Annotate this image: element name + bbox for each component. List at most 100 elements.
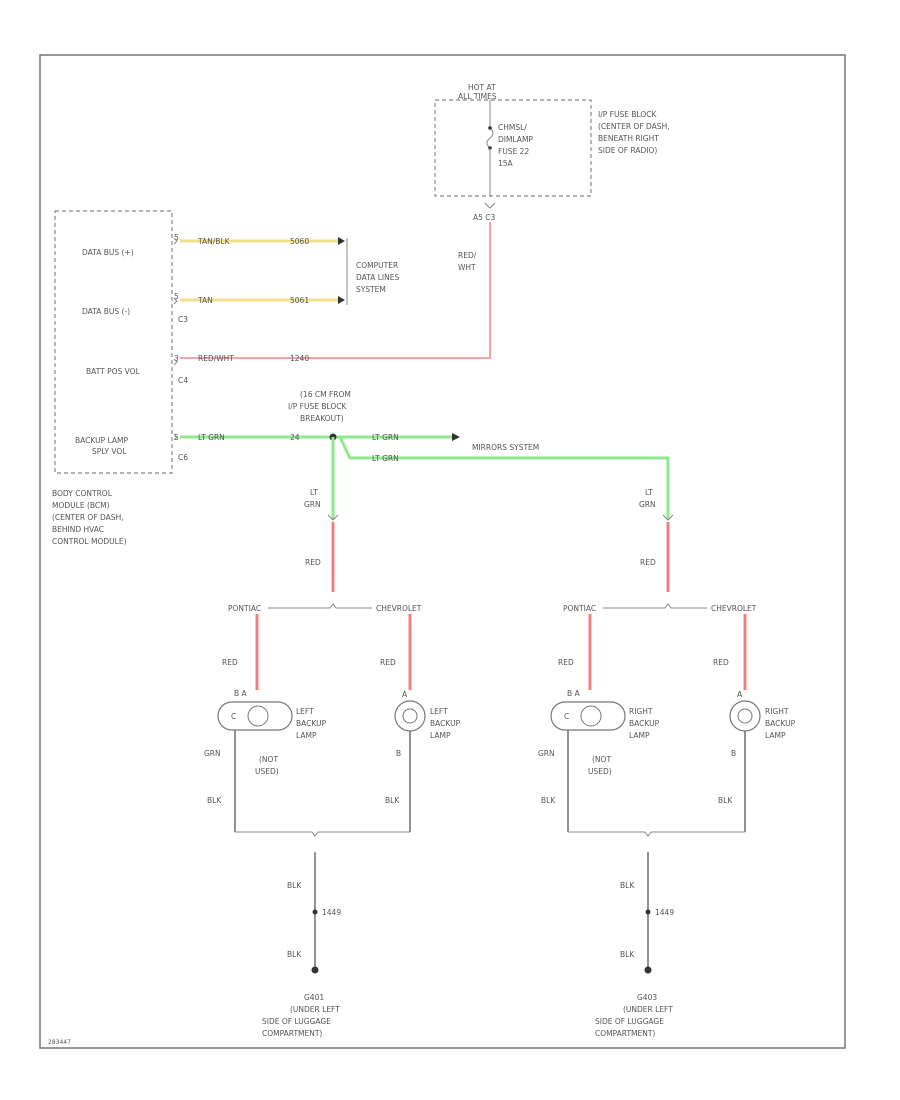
right-ground-blk-1: BLK — [620, 881, 635, 890]
right-pontiac-lamp-1: RIGHT — [629, 707, 653, 716]
right-chevrolet-lamp-1: RIGHT — [765, 707, 789, 716]
hot-label-2: ALL TIMES — [458, 92, 497, 101]
mirrors-arrow — [452, 433, 460, 441]
left-pontiac-grn: GRN — [204, 749, 221, 758]
left-ground-3: SIDE OF LUGGAGE — [262, 1017, 331, 1026]
backup-supply-circuit: 24 — [290, 433, 300, 442]
left-ground-4: COMPARTMENT) — [262, 1029, 322, 1038]
right-pontiac-grn: GRN — [538, 749, 555, 758]
hot-label-1: HOT AT — [468, 83, 496, 92]
left-ground-point — [311, 966, 319, 974]
right-top-wire-2: GRN — [639, 500, 656, 509]
backup-supply-wire-color: LT GRN — [198, 433, 225, 442]
right-chevrolet-pin-b: B — [731, 749, 736, 758]
left-pontiac-lamp-3: LAMP — [296, 731, 317, 740]
right-ground-1: G403 — [637, 993, 657, 1002]
right-ground-circuit: 1449 — [655, 908, 674, 917]
left-chevrolet-lamp-1: LEFT — [430, 707, 448, 716]
left-chevrolet-label: CHEVROLET — [376, 604, 422, 613]
data-bus-wires: TAN/BLK 5060 TAN 5061 COMPUTER DATA LINE… — [180, 237, 399, 305]
body-control-module: DATA BUS (+) 5 DATA BUS (-) 5 C3 BATT PO… — [52, 210, 188, 546]
bcm-connector-mark-3 — [173, 358, 178, 366]
right-pontiac-lamp-2: BACKUP — [629, 719, 660, 728]
splice-line-1: (16 CM FROM — [300, 390, 351, 399]
footer-code: 283447 — [48, 1039, 71, 1046]
left-pontiac-pin-c: C — [231, 712, 236, 721]
right-pontiac-lamp — [550, 701, 626, 731]
right-connector-mark — [662, 514, 674, 521]
fuse-terminal-top — [488, 126, 492, 130]
fuse-line-2: DIMLAMP — [498, 135, 533, 144]
right-pontiac-pins: B A — [567, 689, 581, 698]
fuse-location-1: I/P FUSE BLOCK — [598, 110, 658, 119]
left-ground-1: G401 — [304, 993, 324, 1002]
left-ground-blk-2: BLK — [287, 950, 302, 959]
batt-pos-wire — [180, 222, 491, 359]
right-split-marker — [664, 603, 672, 609]
right-not-used-1: (NOT — [592, 755, 611, 764]
fuse-block-outline — [434, 99, 592, 197]
left-not-used-2: USED) — [255, 767, 279, 776]
bcm-outline — [54, 210, 173, 474]
right-ground-point — [644, 966, 652, 974]
left-ground-marker — [311, 831, 319, 837]
right-chevrolet-lamp — [729, 700, 761, 732]
right-chevrolet-blk: BLK — [718, 796, 733, 805]
bcm-pin-data-bus-plus: DATA BUS (+) — [82, 248, 134, 257]
left-chevrolet-bulb — [402, 708, 418, 724]
backup-supply-wires: LT GRN 24 (16 CM FROM I/P FUSE BLOCK BRE… — [180, 390, 670, 520]
right-ground-blk-2: BLK — [620, 950, 635, 959]
right-ground-3: SIDE OF LUGGAGE — [595, 1017, 664, 1026]
splice-wire-2: LT GRN — [372, 454, 399, 463]
data-bus-plus-arrow — [338, 237, 345, 245]
left-ground-circuit: 1449 — [322, 908, 341, 917]
computer-data-line-2: DATA LINES — [356, 273, 399, 282]
bcm-connector-mark-1 — [173, 237, 178, 245]
bcm-pin-batt-pos: BATT POS VOL — [86, 367, 141, 376]
bcm-connector-c4: C4 — [178, 376, 188, 385]
right-branch-wire — [338, 436, 670, 520]
right-ground-splice — [645, 909, 651, 915]
left-ground-2: (UNDER LEFT — [290, 1005, 340, 1014]
bcm-pin-backup-lamp-2: SPLY VOL — [92, 447, 127, 456]
splice-line-3: BREAKOUT) — [300, 414, 344, 423]
left-pontiac-red-label: RED — [222, 658, 238, 667]
splice-line-2: I/P FUSE BLOCK — [288, 402, 348, 411]
right-pontiac-bulb — [580, 705, 602, 727]
bcm-location-2: MODULE (BCM) — [52, 501, 110, 510]
right-ground-4: COMPARTMENT) — [595, 1029, 655, 1038]
bcm-connector-c6: C6 — [178, 453, 188, 462]
bcm-location-4: BEHIND HVAC — [52, 525, 104, 534]
data-bus-plus-wire-color: TAN/BLK — [197, 237, 231, 246]
bcm-connector-mark-2 — [173, 297, 178, 305]
computer-data-line-1: COMPUTER — [356, 261, 398, 270]
left-chevrolet-red-label: RED — [380, 658, 396, 667]
left-pontiac-blk: BLK — [207, 796, 222, 805]
fuse-icon — [486, 127, 494, 149]
fuse-wire-color-1: RED/ — [458, 251, 477, 260]
bcm-terminal-1: 5 — [174, 233, 179, 242]
data-bus-minus-arrow — [338, 296, 345, 304]
right-chevrolet-bulb — [737, 708, 753, 724]
left-connector-mark — [327, 514, 339, 521]
fuse-line-1: CHMSL/ — [498, 123, 527, 132]
right-pontiac-lamp-3: LAMP — [629, 731, 650, 740]
fuse-location-4: SIDE OF RADIO) — [598, 146, 657, 155]
diagram-frame — [39, 54, 846, 1049]
ip-fuse-block: HOT AT ALL TIMES CHMSL/ DIMLAMP FUSE 22 … — [434, 83, 670, 272]
left-top-wire-1: LT — [310, 488, 318, 497]
data-bus-minus-circuit: 5061 — [290, 296, 309, 305]
splice-wire-1: LT GRN — [372, 433, 399, 442]
bcm-location-1: BODY CONTROL — [52, 489, 113, 498]
fuse-line-4: 15A — [498, 159, 514, 168]
right-not-used-2: USED) — [588, 767, 612, 776]
bcm-connector-c3: C3 — [178, 315, 188, 324]
right-pontiac-blk: BLK — [541, 796, 556, 805]
left-ground-splice — [312, 909, 318, 915]
right-chevrolet-red-label: RED — [713, 658, 729, 667]
computer-data-line-3: SYSTEM — [356, 285, 386, 294]
right-chevrolet-pin-a: A — [737, 690, 743, 699]
left-backup-circuit: LT GRN RED PONTIAC CHEVROLET RED B A C L… — [204, 488, 461, 1038]
left-not-used-1: (NOT — [259, 755, 278, 764]
left-red-label: RED — [305, 558, 321, 567]
